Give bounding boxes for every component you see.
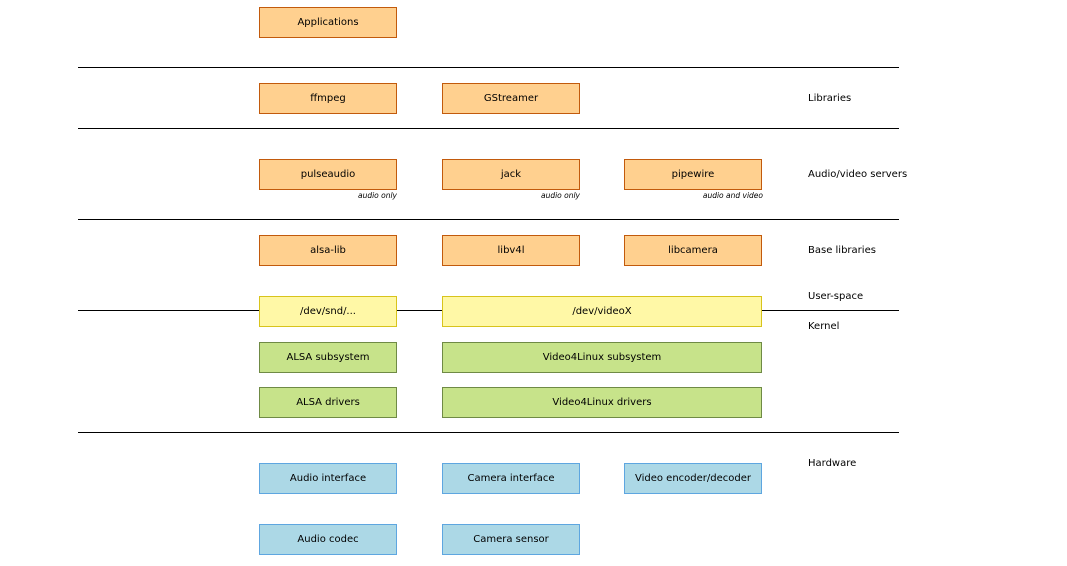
box-v4l-drivers: Video4Linux drivers [442, 387, 762, 418]
separator-libraries-servers [78, 128, 899, 129]
box-alsa-subsystem: ALSA subsystem [259, 342, 397, 373]
box-pulseaudio: pulseaudio [259, 159, 397, 190]
box-pipewire: pipewire [624, 159, 762, 190]
note-jack: audio only [540, 191, 580, 200]
box-camera-interface: Camera interface [442, 463, 580, 494]
box-audio-interface: Audio interface [259, 463, 397, 494]
separator-kernel-hardware [78, 432, 899, 433]
box-dev-snd: /dev/snd/... [259, 296, 397, 327]
box-alsa-lib: alsa-lib [259, 235, 397, 266]
layer-label-libraries: Libraries [808, 93, 852, 104]
box-gstreamer: GStreamer [442, 83, 580, 114]
layer-label-servers: Audio/video servers [808, 169, 908, 180]
box-camera-sensor: Camera sensor [442, 524, 580, 555]
layer-label-userspace: User-space [808, 291, 864, 302]
layer-label-kernel: Kernel [808, 321, 840, 332]
box-ffmpeg: ffmpeg [259, 83, 397, 114]
layer-label-base-libraries: Base libraries [808, 245, 876, 256]
box-v4l-subsystem: Video4Linux subsystem [442, 342, 762, 373]
box-jack: jack [442, 159, 580, 190]
box-applications: Applications [259, 7, 397, 38]
box-video-codec: Video encoder/decoder [624, 463, 762, 494]
box-alsa-drivers: ALSA drivers [259, 387, 397, 418]
separator-applications-libraries [78, 67, 899, 68]
separator-servers-base [78, 219, 899, 220]
note-pipewire: audio and video [702, 191, 763, 200]
box-libv4l: libv4l [442, 235, 580, 266]
layer-label-hardware: Hardware [808, 458, 857, 469]
note-pulseaudio: audio only [357, 191, 397, 200]
box-audio-codec: Audio codec [259, 524, 397, 555]
box-libcamera: libcamera [624, 235, 762, 266]
box-dev-video: /dev/videoX [442, 296, 762, 327]
